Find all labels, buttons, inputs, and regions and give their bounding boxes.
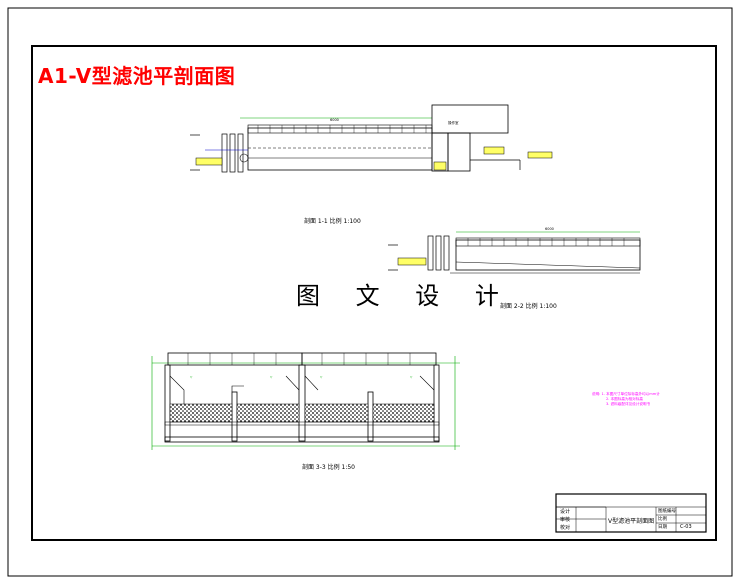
- svg-text:▽: ▽: [410, 375, 413, 379]
- drawing-title: A1-V型滤池平剖面图: [38, 64, 236, 88]
- title-block-row: 审核: [560, 517, 571, 523]
- svg-text:6000: 6000: [545, 227, 554, 231]
- section-2-2-drawing: 6000: [388, 227, 641, 274]
- outer-frame: [7, 7, 733, 577]
- title-block-sheet-code: C-03: [680, 524, 692, 530]
- title-block: [555, 493, 707, 533]
- watermark-text: 图 文 设 计: [296, 282, 513, 310]
- title-block-drawing-name: V型滤池平剖面图: [608, 518, 655, 525]
- note-line: 说明: 1. 本图尺寸单位除标高外均以mm计: [592, 392, 660, 396]
- section-1-1-label: 剖面 1-1 比例 1:100: [304, 218, 361, 225]
- note-line: 2. 本图标高为相对标高: [606, 397, 643, 401]
- section-3-3-label: 剖面 3-3 比例 1:50: [302, 464, 355, 471]
- title-block-right-label: 比例: [658, 517, 667, 522]
- svg-text:6000: 6000: [330, 118, 339, 122]
- section-2-2-label: 剖面 2-2 比例 1:100: [500, 303, 557, 310]
- title-block-row: 校对: [560, 525, 571, 531]
- title-block-right-label: 图纸编号: [658, 509, 676, 514]
- section-1-1-drawing: 6000 操作室: [190, 104, 553, 173]
- title-block-row: 设计: [560, 509, 571, 515]
- svg-text:▽: ▽: [320, 375, 323, 379]
- title-block-right-label: 日期: [658, 525, 667, 530]
- notes-block: 说明: 1. 本图尺寸单位除标高外均以mm计 2. 本图标高为相对标高 3. 滤…: [592, 392, 702, 407]
- note-line: 3. 滤料级配详见设计说明书: [606, 402, 651, 406]
- section-3-3-drawing: ▽ ▽ ▽ ▽: [151, 352, 460, 450]
- svg-text:▽: ▽: [190, 375, 193, 379]
- svg-text:操作室: 操作室: [448, 120, 459, 125]
- inner-frame: [31, 45, 717, 541]
- svg-text:▽: ▽: [270, 375, 273, 379]
